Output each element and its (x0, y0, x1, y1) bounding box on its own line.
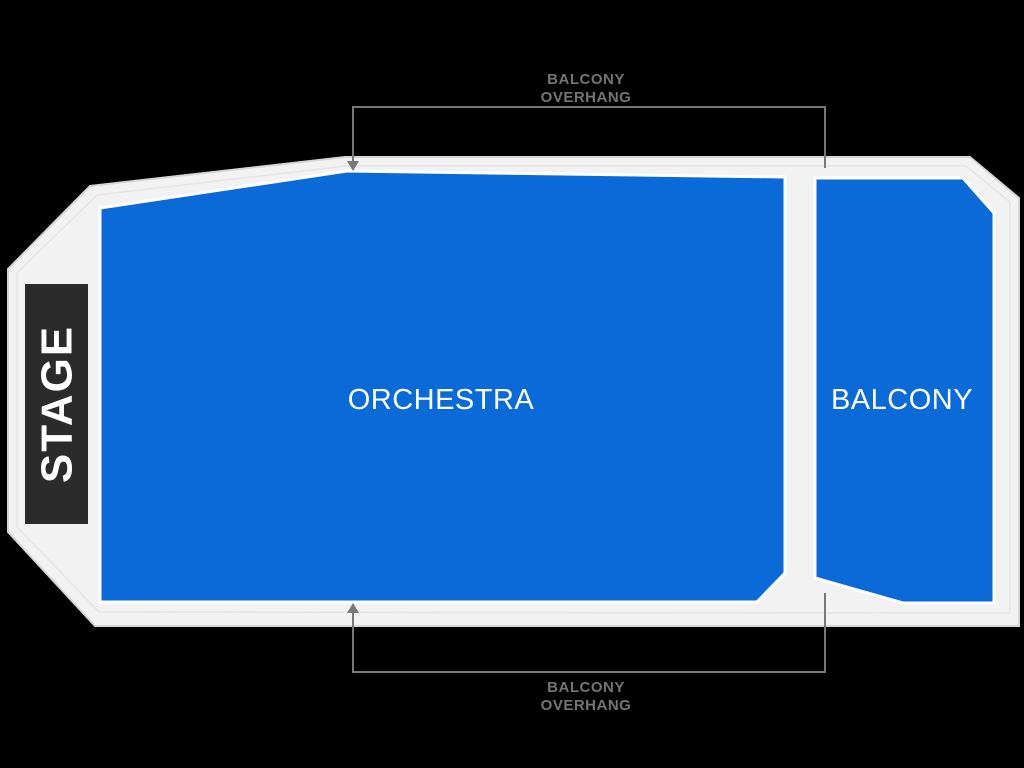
balcony-section[interactable] (813, 176, 996, 605)
bottom-overhang-label-line2: OVERHANG (541, 697, 632, 714)
bottom-overhang-bracket (352, 593, 826, 673)
venue-inner-bevel-line (16, 165, 1011, 614)
bottom-overhang-arrow-up-icon (347, 603, 359, 613)
venue-outline-border (7, 156, 1020, 627)
top-overhang-bracket (352, 106, 826, 168)
stage-block (25, 284, 88, 524)
top-overhang-label-line2: OVERHANG (541, 89, 632, 106)
top-overhang-label-line1: BALCONY (547, 71, 625, 88)
bottom-overhang-label-line1: BALCONY (547, 679, 625, 696)
orchestra-section[interactable] (98, 169, 787, 604)
top-overhang-arrow-down-icon (347, 161, 359, 171)
